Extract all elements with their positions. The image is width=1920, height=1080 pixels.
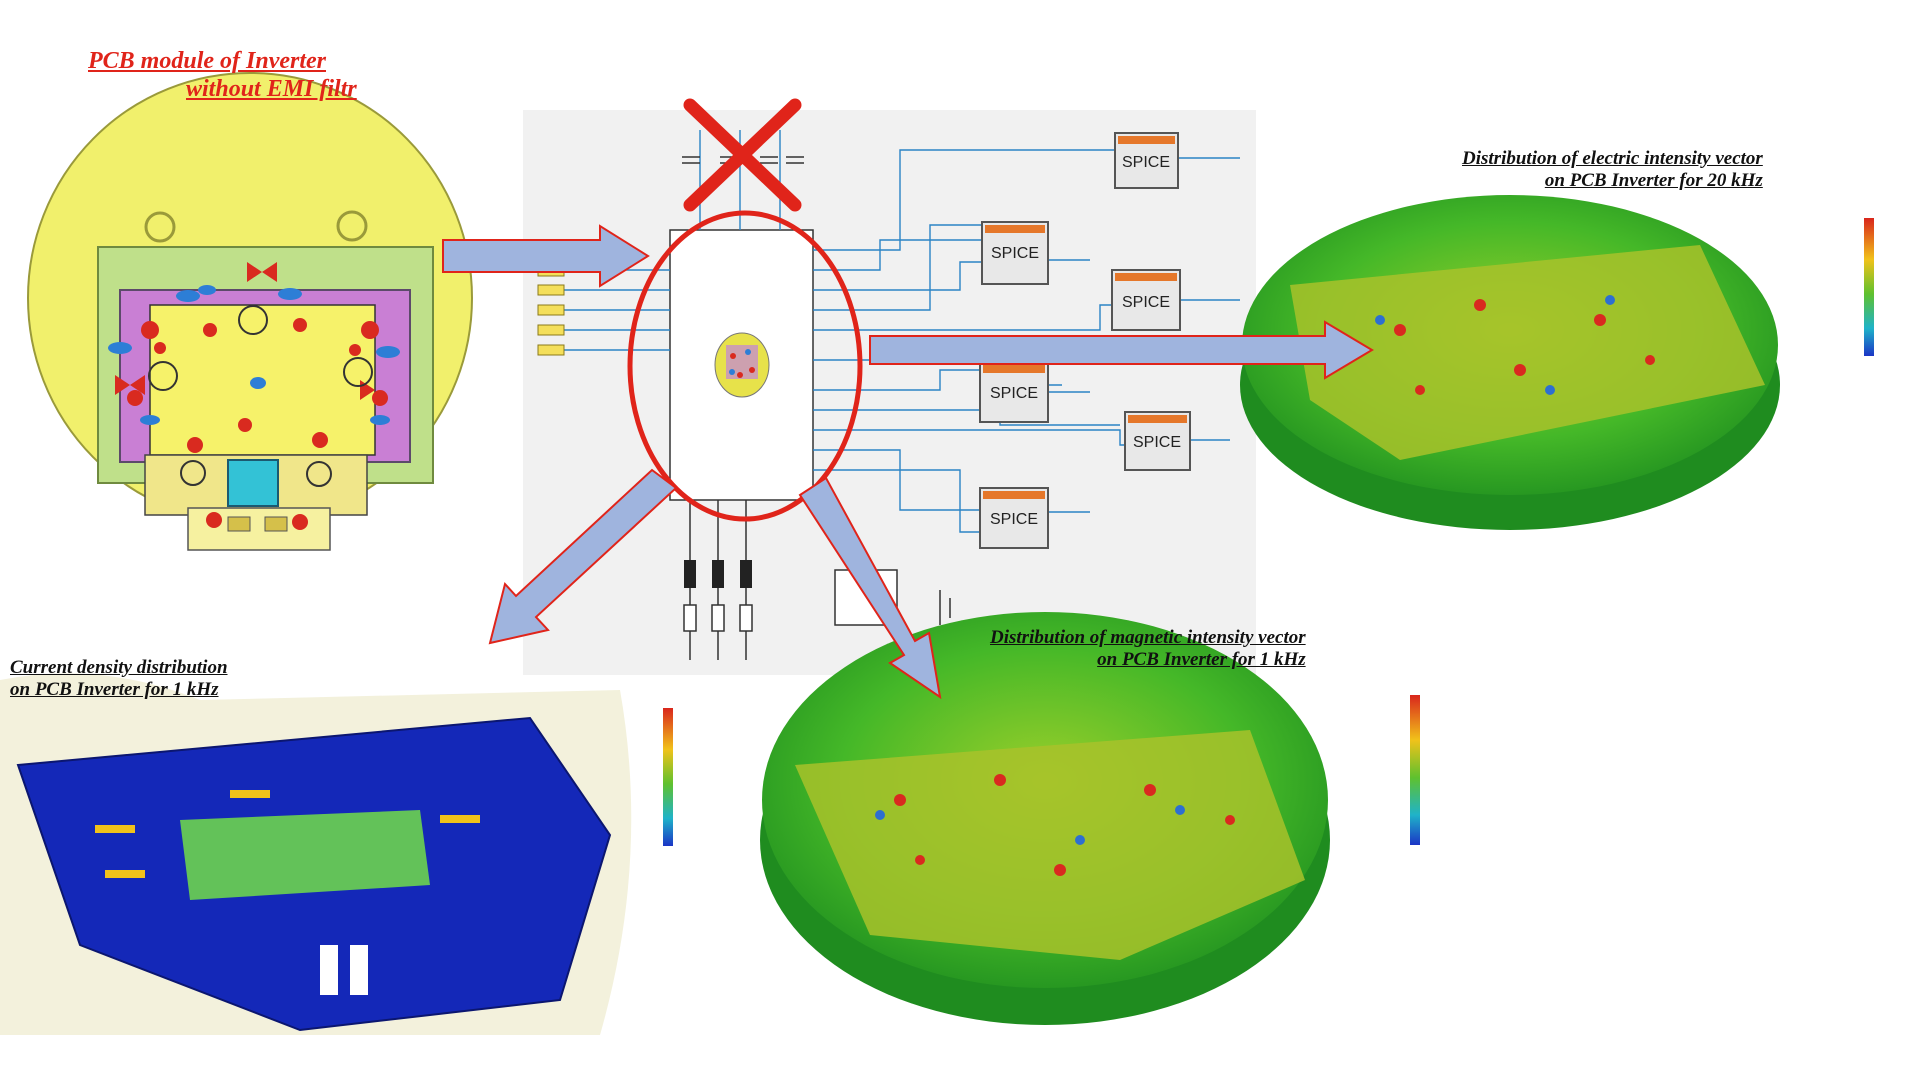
magnetic-caption: Distribution of magnetic intensity vecto… [990, 627, 1306, 671]
spice-block: SPICE [1111, 269, 1181, 331]
spice-label: SPICE [1122, 294, 1170, 311]
color-scale-bar [1410, 695, 1420, 845]
pcb-module-caption: PCB module of Inverter without EMI filtr [88, 48, 357, 103]
flow-arrows [442, 224, 1374, 700]
spice-label: SPICE [990, 385, 1038, 402]
pcb-module-image [27, 72, 473, 551]
spice-block: SPICE [1124, 411, 1191, 471]
spice-block: SPICE [1114, 132, 1179, 189]
magnetic-caption-line1: Distribution of magnetic intensity vecto… [990, 627, 1306, 648]
magnetic-field-plot [760, 612, 1420, 1025]
arrow-pcb-to-schematic [442, 224, 650, 288]
spice-label: SPICE [1133, 434, 1181, 451]
circuit-schematic: SPICE SPICE SPICE SPICE SPICE SPICE [523, 98, 1256, 675]
current-density-plot [0, 673, 673, 1035]
spice-block: SPICE [979, 487, 1049, 549]
color-scale-bar [1864, 218, 1874, 356]
arrow-to-electric [869, 320, 1374, 380]
electric-caption-line2: on PCB Inverter for 20 kHz [1544, 169, 1763, 191]
magnetic-caption-line2: on PCB Inverter for 1 kHz [1097, 648, 1306, 670]
current-caption-line1: Current density distribution [10, 657, 228, 678]
spice-label: SPICE [990, 511, 1038, 528]
current-density-caption: Current density distribution on PCB Inve… [10, 657, 228, 701]
arrow-to-magnetic [798, 476, 942, 700]
pcb-caption-line2: without EMI filtr [186, 75, 357, 102]
spice-label: SPICE [1122, 154, 1170, 171]
pcb-caption-line1: PCB module of Inverter [88, 48, 326, 74]
removed-filter-x-icon [683, 98, 802, 212]
electric-caption: Distribution of electric intensity vecto… [1462, 148, 1763, 192]
highlight-ellipse [627, 210, 863, 522]
arrow-to-current-density [488, 468, 678, 645]
spice-label: SPICE [991, 245, 1039, 262]
spice-block: SPICE [979, 361, 1049, 423]
current-caption-line2: on PCB Inverter for 1 kHz [10, 678, 219, 700]
electric-field-plot [1240, 195, 1874, 530]
electric-caption-line1: Distribution of electric intensity vecto… [1462, 148, 1763, 169]
color-scale-bar [663, 708, 673, 846]
spice-block: SPICE [981, 221, 1049, 285]
